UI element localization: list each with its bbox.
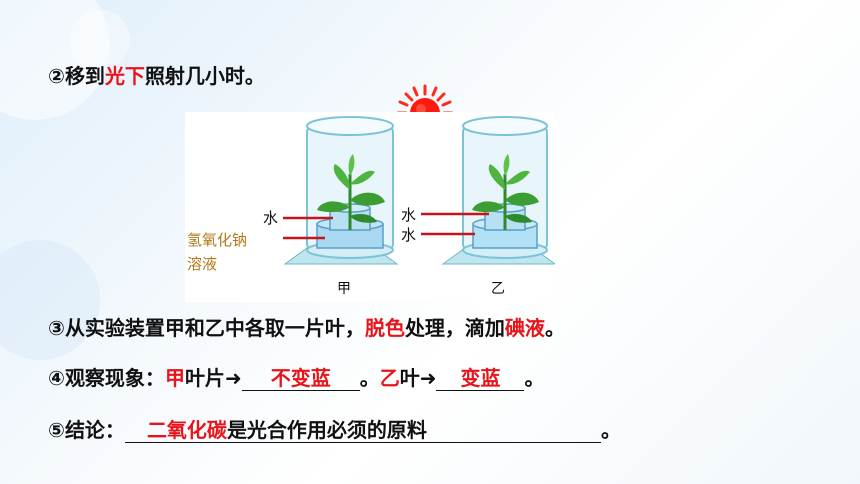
- step-4-leaf-yi: 叶: [399, 366, 420, 390]
- step-5-line: ⑤结论：二氧化碳是光合作用必须的原料。: [48, 414, 621, 443]
- step-3-text-post: 。: [544, 316, 565, 340]
- conclusion-blank: 二氧化碳是光合作用必须的原料: [124, 418, 601, 443]
- step-4-separator: 。: [359, 366, 380, 390]
- apparatus-yi: [421, 116, 555, 265]
- step-3-text-mid: 处理，滴加: [404, 316, 505, 340]
- step-5-end: 。: [600, 418, 621, 442]
- step-4-leaf: 叶片: [184, 366, 225, 390]
- background-bokeh: [0, 240, 100, 360]
- label-water-yi-bottom: 水: [401, 226, 417, 244]
- step-4-jia: 甲: [164, 366, 185, 390]
- step-2-highlight: 光下: [104, 64, 145, 88]
- step-4-yi: 乙: [379, 366, 400, 390]
- arrow-right-icon: ➜: [224, 366, 242, 390]
- step-5-number: ⑤: [48, 418, 65, 442]
- apparatus-jia: [283, 116, 399, 265]
- step-3-text-pre: 从实验装置甲和乙中各取一片叶，: [64, 316, 365, 340]
- label-water-yi-top: 水: [401, 206, 417, 224]
- experiment-diagram: 水 氢氧化钠 溶液 水 水 甲 乙: [185, 112, 555, 302]
- conclusion-rest: 是光合作用必须的原料: [226, 418, 427, 442]
- answer-blank-yi: 变蓝: [436, 366, 525, 391]
- step-2-text-post: 照射几小时。: [144, 64, 265, 88]
- arrow-right-icon: ➜: [419, 366, 437, 390]
- step-3-line: ③从实验装置甲和乙中各取一片叶，脱色处理，滴加碘液。: [48, 312, 565, 341]
- step-4-text-pre: 观察现象：: [64, 366, 165, 390]
- answer-blank-jia: 不变蓝: [241, 366, 360, 391]
- step-3-highlight-iodine: 碘液: [504, 316, 545, 340]
- step-4-number: ④: [48, 366, 65, 390]
- label-naoh-line1: 氢氧化钠: [187, 231, 248, 249]
- label-naoh-line2: 溶液: [187, 255, 218, 273]
- background-bokeh: [70, 10, 130, 70]
- step-5-text-pre: 结论：: [64, 418, 125, 442]
- step-4-line: ④观察现象：甲叶片➜不变蓝。乙叶➜变蓝。: [48, 362, 544, 391]
- step-3-number: ③: [48, 316, 65, 340]
- step-2-line: ②移到光下照射几小时。: [48, 60, 265, 89]
- experiment-illustration: [283, 116, 555, 265]
- step-2-number: ②: [48, 64, 65, 88]
- caption-yi: 乙: [491, 281, 505, 297]
- label-water-jia: 水: [263, 209, 279, 227]
- conclusion-co2: 二氧化碳: [146, 418, 227, 442]
- step-3-highlight-decolor: 脱色: [364, 316, 405, 340]
- step-2-text-pre: 移到: [64, 64, 105, 88]
- step-4-end: 。: [524, 366, 545, 390]
- caption-jia: 甲: [337, 281, 351, 297]
